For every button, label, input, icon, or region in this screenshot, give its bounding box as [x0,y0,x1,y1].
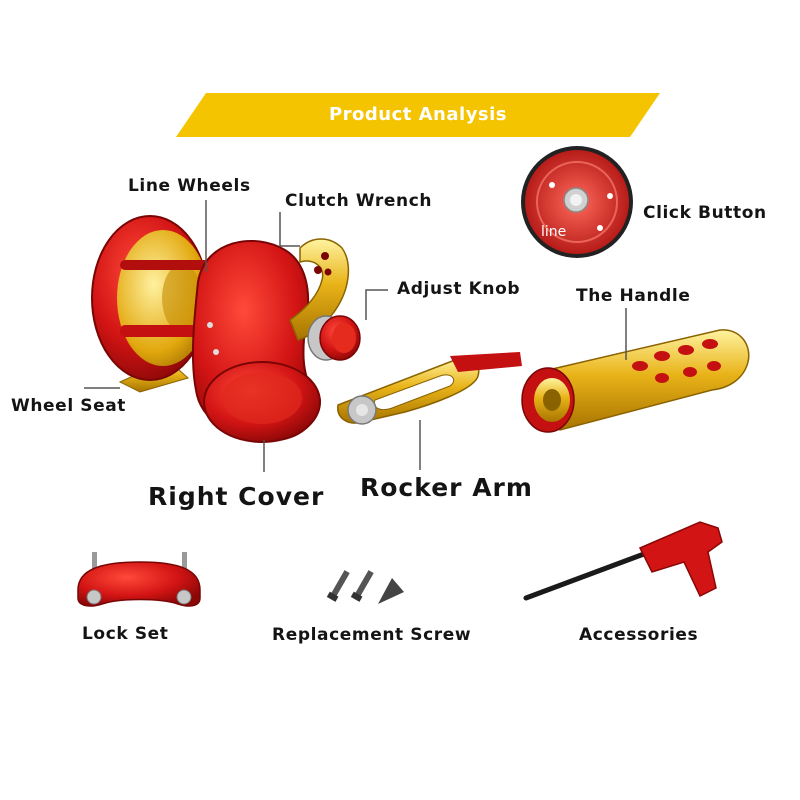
label-clutch-wrench: Clutch Wrench [285,191,433,211]
banner-shape [176,93,660,137]
lock-bracket-illustration [77,552,201,607]
label-rocker-arm: Rocker Arm [360,473,533,502]
fishing-reel-illustration [91,215,750,443]
label-accessories: Accessories [579,625,699,645]
banner-title: Product Analysis [328,104,508,125]
label-replacement-screw: Replacement Screw [272,625,472,645]
label-the-handle: The Handle [576,286,691,306]
label-click-button: Click Button [643,203,767,223]
label-adjust-knob: Adjust Knob [397,279,521,299]
label-right-cover: Right Cover [148,482,325,511]
title-banner: Product Analysis [176,93,660,137]
hex-key-illustration [523,521,723,601]
label-lock-set: Lock Set [82,624,169,644]
label-wheel-seat: Wheel Seat [11,396,127,416]
inset-engraving: line [541,224,567,240]
label-line-wheels: Line Wheels [128,176,251,196]
leader-lines [84,200,627,472]
screws-illustration [326,570,404,604]
click-button-closeup [521,146,633,258]
